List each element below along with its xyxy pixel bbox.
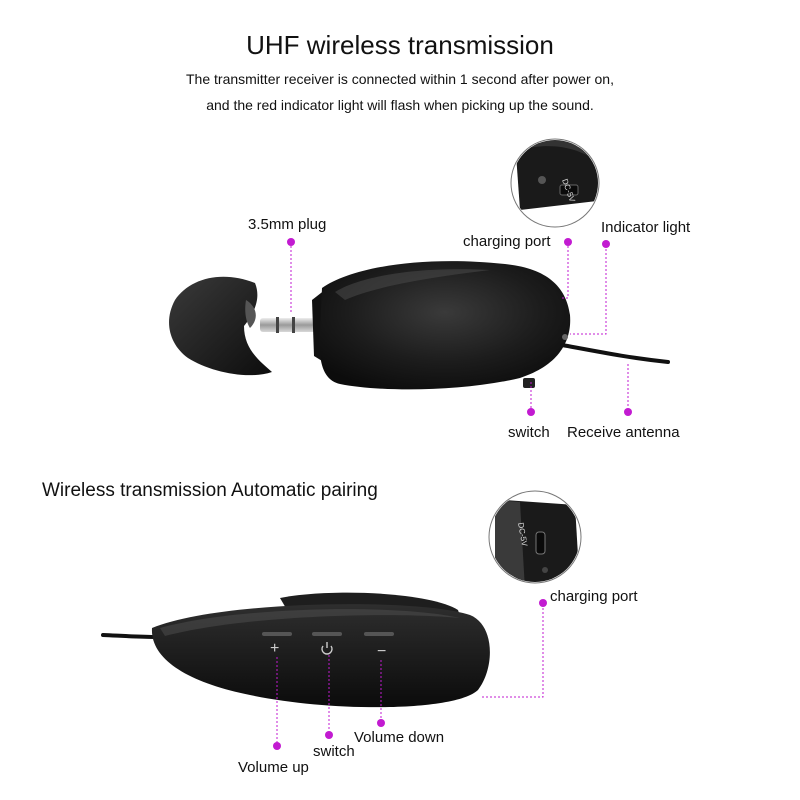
label-switch-top: switch <box>508 424 550 441</box>
receiver-body <box>319 261 571 390</box>
inset-marking-bottom: DC-5V <box>516 522 529 548</box>
antenna-cable <box>560 343 670 364</box>
button-plus-slot <box>262 632 292 636</box>
charging-port-inset-top: DC-5V <box>510 138 600 228</box>
label-indicator-light: Indicator light <box>601 219 691 236</box>
plus-icon: + <box>270 640 279 657</box>
transmitter-body <box>151 604 490 708</box>
transmitter-cable <box>101 633 160 639</box>
label-volume-up: Volume up <box>238 759 309 776</box>
receiver-device <box>169 261 670 390</box>
subtitle-line-2: and the red indicator light will flash w… <box>206 97 594 113</box>
charging-port-inset-bottom: DC-5V <box>488 490 582 584</box>
button-minus-slot <box>364 632 394 636</box>
transmitter-device: + − <box>101 592 490 708</box>
page-title: UHF wireless transmission <box>246 30 554 60</box>
minus-icon: − <box>377 643 386 660</box>
subtitle-line-1: The transmitter receiver is connected wi… <box>186 71 614 87</box>
label-plug: 3.5mm plug <box>248 216 327 233</box>
button-power-slot <box>312 632 342 636</box>
section-heading: Wireless transmission Automatic pairing <box>42 480 378 501</box>
plug-icon <box>260 318 318 332</box>
receiver-cap <box>169 276 272 376</box>
power-icon <box>321 642 333 655</box>
label-charging-port-top: charging port <box>463 233 551 250</box>
label-switch-bottom: switch <box>313 743 355 760</box>
label-charging-port-bottom: charging port <box>550 588 638 605</box>
label-receive-antenna: Receive antenna <box>567 424 680 441</box>
label-volume-down: Volume down <box>354 729 445 746</box>
